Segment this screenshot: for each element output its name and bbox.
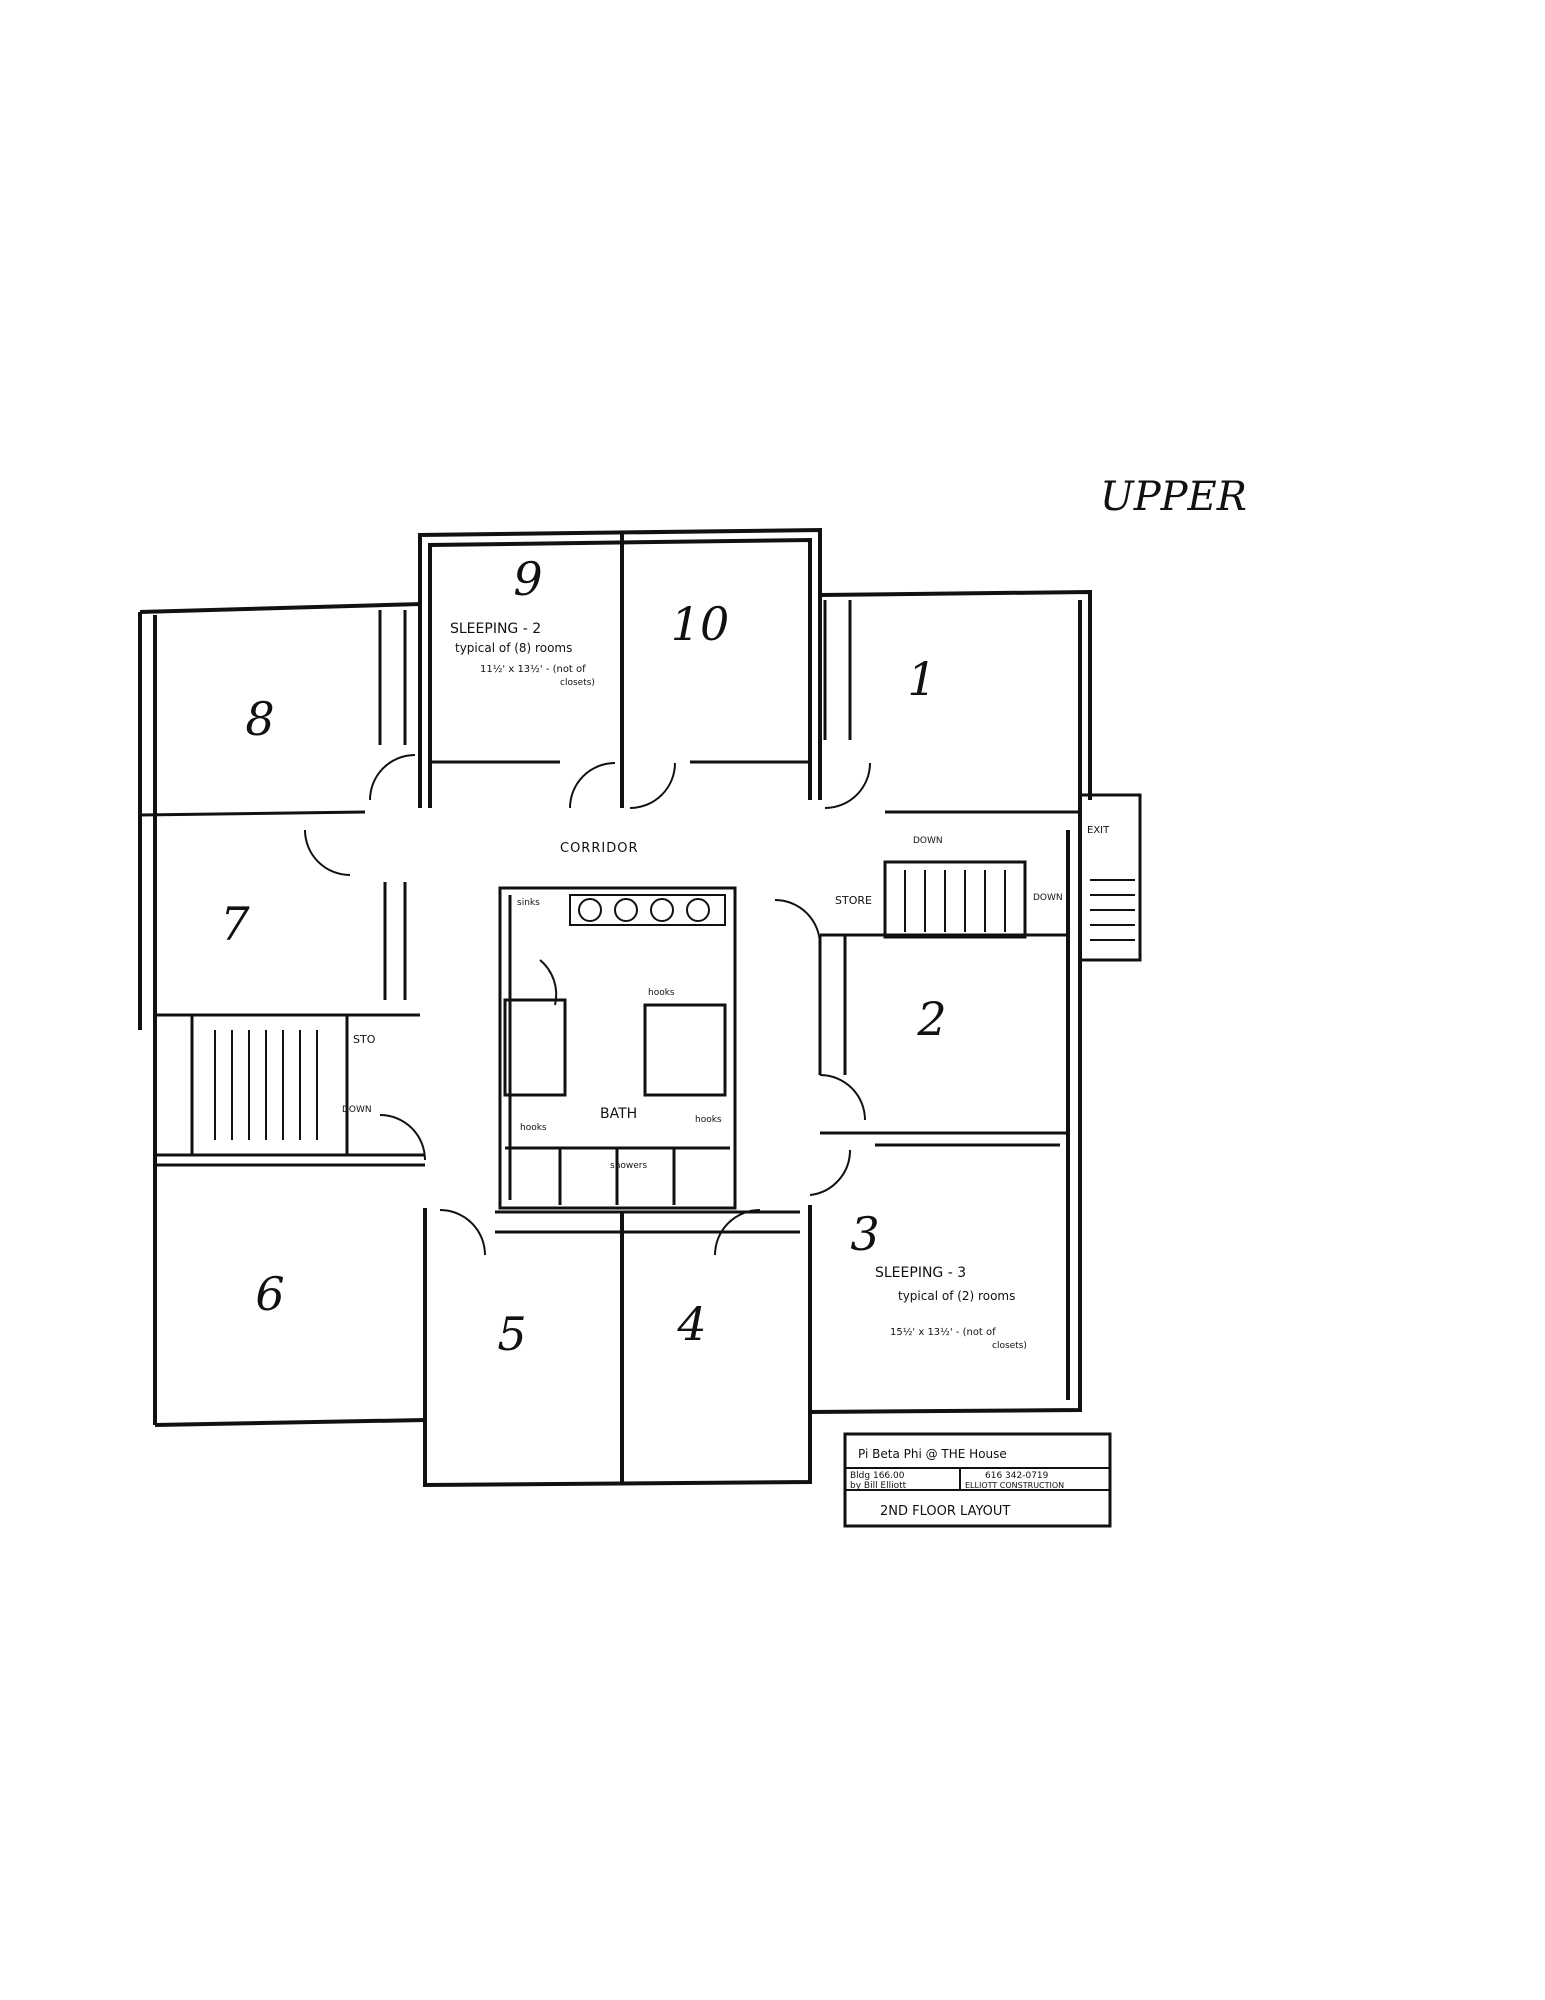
title-block-by: by Bill Elliott — [850, 1481, 907, 1491]
room-number: 10 — [671, 597, 730, 651]
sink-row — [569, 894, 726, 926]
down-label-west: DOWN — [342, 1105, 372, 1115]
interior-walls — [139, 600, 1142, 1234]
hooks-label-east: hooks — [695, 1115, 722, 1125]
exterior-walls — [138, 527, 1092, 1488]
room-annotations: SLEEPING - 2 typical of (8) rooms 11½' x… — [342, 621, 1110, 1351]
title-block-company: ELLIOTT CONSTRUCTION — [965, 1481, 1064, 1490]
sleeping-3-typical: typical of (2) rooms — [898, 1289, 1015, 1303]
title-block-title: 2ND FLOOR LAYOUT — [880, 1504, 1010, 1519]
sleeping-2-label: SLEEPING - 2 — [450, 621, 541, 637]
room-number: 7 — [220, 897, 250, 951]
room-number: 3 — [850, 1207, 879, 1261]
title-block-bldg: Bldg 166.00 — [850, 1471, 905, 1481]
room-number: 4 — [676, 1297, 706, 1351]
room-number: 8 — [245, 692, 274, 746]
down-label: DOWN — [1033, 893, 1063, 903]
sleeping-3-size-note: closets) — [992, 1341, 1027, 1351]
stor-label: STO — [353, 1033, 376, 1046]
bath-label: BATH — [600, 1106, 637, 1122]
room-number: 6 — [255, 1267, 284, 1321]
room-number: 5 — [497, 1307, 526, 1361]
room-number: 9 — [513, 552, 542, 606]
sinks-label: sinks — [517, 898, 540, 908]
sleeping-3-label: SLEEPING - 3 — [875, 1265, 966, 1281]
room-number: 1 — [907, 652, 936, 706]
exit-label: EXIT — [1087, 825, 1110, 836]
title-block: Pi Beta Phi @ THE House Bldg 166.00 by B… — [843, 1432, 1112, 1528]
room-number: 2 — [916, 992, 946, 1046]
hooks-label-center: hooks — [648, 988, 675, 998]
title-block-project: Pi Beta Phi @ THE House — [858, 1447, 1007, 1461]
sleeping-2-typical: typical of (8) rooms — [455, 641, 572, 655]
corridor-label: CORRIDOR — [560, 841, 638, 856]
door-swings — [304, 754, 871, 1256]
title-block-phone: 616 342-0719 — [985, 1471, 1049, 1481]
showers-label: showers — [610, 1161, 647, 1171]
sleeping-2-size: 11½' x 13½' - (not of — [480, 663, 586, 675]
sleeping-3-size: 15½' x 13½' - (not of — [890, 1326, 996, 1338]
down-label-north: DOWN — [913, 836, 943, 846]
stair-treads — [214, 870, 1135, 1140]
room-numbers: 1 2 3 4 5 6 7 8 9 10 — [220, 552, 946, 1361]
sheet-label: UPPER — [1100, 474, 1247, 520]
store-label: STORE — [835, 894, 872, 907]
sleeping-2-size-note: closets) — [560, 678, 595, 688]
hooks-label: hooks — [520, 1123, 547, 1133]
